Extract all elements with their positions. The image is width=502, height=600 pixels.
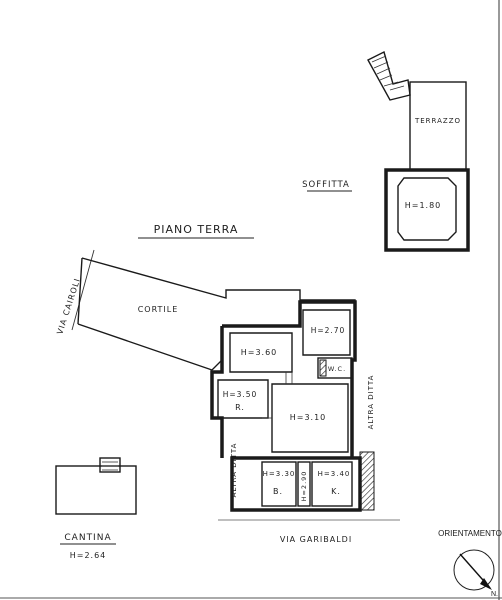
room-h310-outline	[271, 383, 349, 453]
room-r-label: R.	[235, 403, 245, 412]
courtyard-boundary-top	[81, 257, 356, 325]
attic-section: TERRAZZO H=1.80 SOFFITTA	[302, 50, 470, 252]
room-h350-label: H=3.50	[223, 390, 258, 399]
corridor-height-label: H=2.90	[300, 471, 308, 502]
room-k-outline	[311, 461, 353, 507]
room-h330-label: H=3.30	[263, 470, 296, 478]
lower-rooms: H=3.30 B. H=2.90 H=3.40 K.	[230, 451, 375, 512]
cellar-outline	[55, 465, 137, 515]
ground-floor-title: PIANO TERRA	[154, 223, 239, 236]
compass-arrow-icon	[480, 578, 492, 590]
north-label: N.	[491, 591, 498, 598]
via-cairoli-line	[71, 249, 95, 331]
cellar-height-label: H=2.64	[70, 551, 107, 560]
courtyard-boundary-bottom	[77, 323, 223, 371]
room-h270-outline	[302, 309, 351, 356]
wc-wall-hatch	[319, 359, 327, 377]
attic-room-inner	[397, 177, 457, 241]
room-h360-label: H=3.60	[241, 348, 278, 357]
orientation-label: ORIENTAMENTO	[438, 529, 502, 538]
room-k-label: K.	[331, 487, 341, 496]
room-h350-outline	[217, 379, 269, 419]
cellar-title: CANTINA	[64, 533, 111, 543]
cellar-stair	[99, 457, 121, 473]
compass-circle	[453, 549, 495, 591]
orientation-compass: ORIENTAMENTO N.	[438, 529, 502, 598]
cellar-section: CANTINA H=2.64	[55, 457, 137, 560]
attic-room-outline	[384, 168, 470, 252]
terrace-label: TERRAZZO	[414, 117, 461, 125]
attic-height-label: H=1.80	[405, 201, 442, 210]
room-h340-label: H=3.40	[318, 470, 351, 478]
courtyard-label: CORTILE	[138, 305, 179, 314]
wc-outline	[317, 357, 353, 379]
terrace-outline	[409, 81, 467, 171]
neighbor-label-left: ALTRA DITTA	[230, 443, 238, 498]
room-h310-label: H=3.10	[290, 413, 327, 422]
ground-floor-building: H=3.60 H=2.70 W.C. H=3.50 R. H=3.10	[210, 300, 357, 458]
room-b-outline	[261, 461, 297, 507]
courtyard: CORTILE	[77, 257, 356, 371]
room-h270-label: H=2.70	[311, 326, 346, 335]
wc-label: W.C.	[328, 365, 346, 373]
attic-stair	[367, 50, 411, 101]
main-outer-wall-left	[210, 326, 224, 458]
attic-title: SOFFITTA	[302, 180, 350, 190]
right-wall-hatch	[359, 451, 375, 511]
corridor-outline	[297, 461, 311, 507]
room-b-label: B.	[273, 487, 283, 496]
neighbor-label-right: ALTRA DITTA	[367, 375, 375, 430]
street-via-garibaldi: VIA GARIBALDI	[280, 535, 352, 544]
